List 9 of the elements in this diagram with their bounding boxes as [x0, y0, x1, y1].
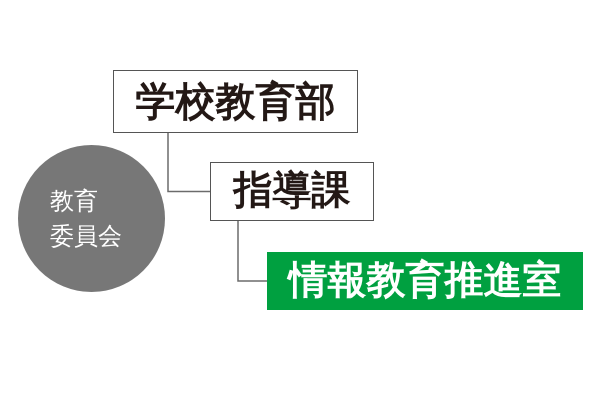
node-label: 指導課 [234, 169, 350, 214]
org-box [113, 70, 358, 133]
node-label: 学校教育部 [136, 78, 336, 124]
connector-line [167, 133, 210, 192]
highlighted-org-box [267, 252, 583, 310]
org-box [210, 162, 374, 221]
connector-line [237, 221, 267, 282]
node-label: 教育委員会 [50, 186, 122, 252]
node-label: 情報教育推進室 [288, 258, 562, 304]
